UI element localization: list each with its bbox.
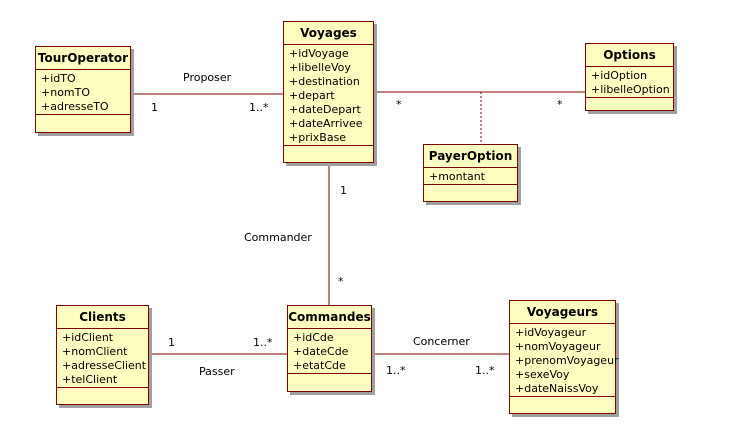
operations-compartment	[288, 374, 371, 381]
attribute: +destination	[289, 75, 360, 88]
operations-compartment	[36, 115, 130, 122]
class-name: TourOperator	[36, 47, 130, 70]
association-label-commander: Commander	[244, 231, 312, 244]
class-voyageurs[interactable]: Voyageurs +idVoyageur +nomVoyageur +pren…	[509, 300, 619, 414]
attributes-compartment: +idVoyage +libelleVoy +destination +depa…	[284, 45, 373, 146]
operations-compartment	[510, 397, 615, 404]
class-options[interactable]: Options +idOption +libelleOption	[585, 43, 674, 111]
operations-compartment	[424, 185, 517, 192]
attributes-compartment: +idOption +libelleOption	[586, 67, 673, 98]
attributes-compartment: +montant	[424, 168, 517, 185]
class-name: Voyages	[284, 22, 373, 45]
operations-compartment	[586, 98, 673, 105]
association-label-concerner: Concerner	[413, 335, 470, 348]
attribute: +sexeVoy	[515, 368, 570, 381]
attribute: +idOption	[591, 69, 647, 82]
attribute: +adresseClient	[62, 359, 147, 372]
multiplicity-clients-end: 1	[168, 336, 175, 349]
attributes-compartment: +idTO +nomTO +adresseTO	[36, 70, 130, 115]
multiplicity-voyageurs-end: 1..*	[475, 364, 495, 377]
class-tour-operator[interactable]: TourOperator +idTO +nomTO +adresseTO	[35, 46, 131, 133]
attributes-compartment: +idClient +nomClient +adresseClient +tel…	[57, 329, 148, 388]
multiplicity-commandes-passer-end: 1..*	[253, 336, 273, 349]
attribute: +dateArrivee	[289, 117, 363, 130]
operations-compartment	[57, 388, 148, 395]
class-name: Options	[586, 44, 673, 67]
class-name: Clients	[57, 306, 148, 329]
attribute: +montant	[429, 170, 485, 183]
class-name: Commandes	[288, 306, 371, 329]
attribute: +prixBase	[289, 131, 347, 144]
attribute: +depart	[289, 89, 335, 102]
class-voyages[interactable]: Voyages +idVoyage +libelleVoy +destinati…	[283, 21, 374, 163]
multiplicity-voyages-payer-end: *	[396, 98, 402, 111]
class-payer-option[interactable]: PayerOption +montant	[423, 144, 518, 202]
attribute: +adresseTO	[41, 100, 109, 113]
association-label-proposer: Proposer	[183, 71, 232, 84]
class-clients[interactable]: Clients +idClient +nomClient +adresseCli…	[56, 305, 149, 405]
attribute: +dateNaissVoy	[515, 382, 599, 395]
attribute: +idVoyage	[289, 47, 349, 60]
class-name: Voyageurs	[510, 301, 615, 324]
attribute: +dateCde	[293, 345, 349, 358]
attribute: +dateDepart	[289, 103, 361, 116]
multiplicity-options-end: *	[557, 98, 563, 111]
multiplicity-voyages-commander-end: 1	[340, 184, 347, 197]
attributes-compartment: +idVoyageur +nomVoyageur +prenomVoyageur…	[510, 324, 619, 397]
attribute: +telClient	[62, 373, 118, 386]
operations-compartment	[284, 146, 373, 153]
attribute: +nomTO	[41, 86, 91, 99]
attribute: +idClient	[62, 331, 114, 344]
attribute: +libelleVoy	[289, 61, 351, 74]
attribute: +idTO	[41, 72, 76, 85]
attribute: +etatCde	[293, 359, 346, 372]
association-label-passer: Passer	[199, 365, 235, 378]
multiplicity-commandes-end: *	[338, 275, 344, 288]
multiplicity-commandes-concerner-end: 1..*	[386, 364, 406, 377]
attributes-compartment: +idCde +dateCde +etatCde	[288, 329, 371, 374]
class-commandes[interactable]: Commandes +idCde +dateCde +etatCde	[287, 305, 372, 392]
attribute: +nomVoyageur	[515, 340, 601, 353]
class-name: PayerOption	[424, 145, 517, 168]
attribute: +prenomVoyageur	[515, 354, 619, 367]
multiplicity-voyages-end: 1..*	[249, 101, 269, 114]
attribute: +libelleOption	[591, 83, 670, 96]
attribute: +nomClient	[62, 345, 128, 358]
multiplicity-tour-operator-end: 1	[151, 101, 158, 114]
attribute: +idVoyageur	[515, 326, 587, 339]
attribute: +idCde	[293, 331, 334, 344]
